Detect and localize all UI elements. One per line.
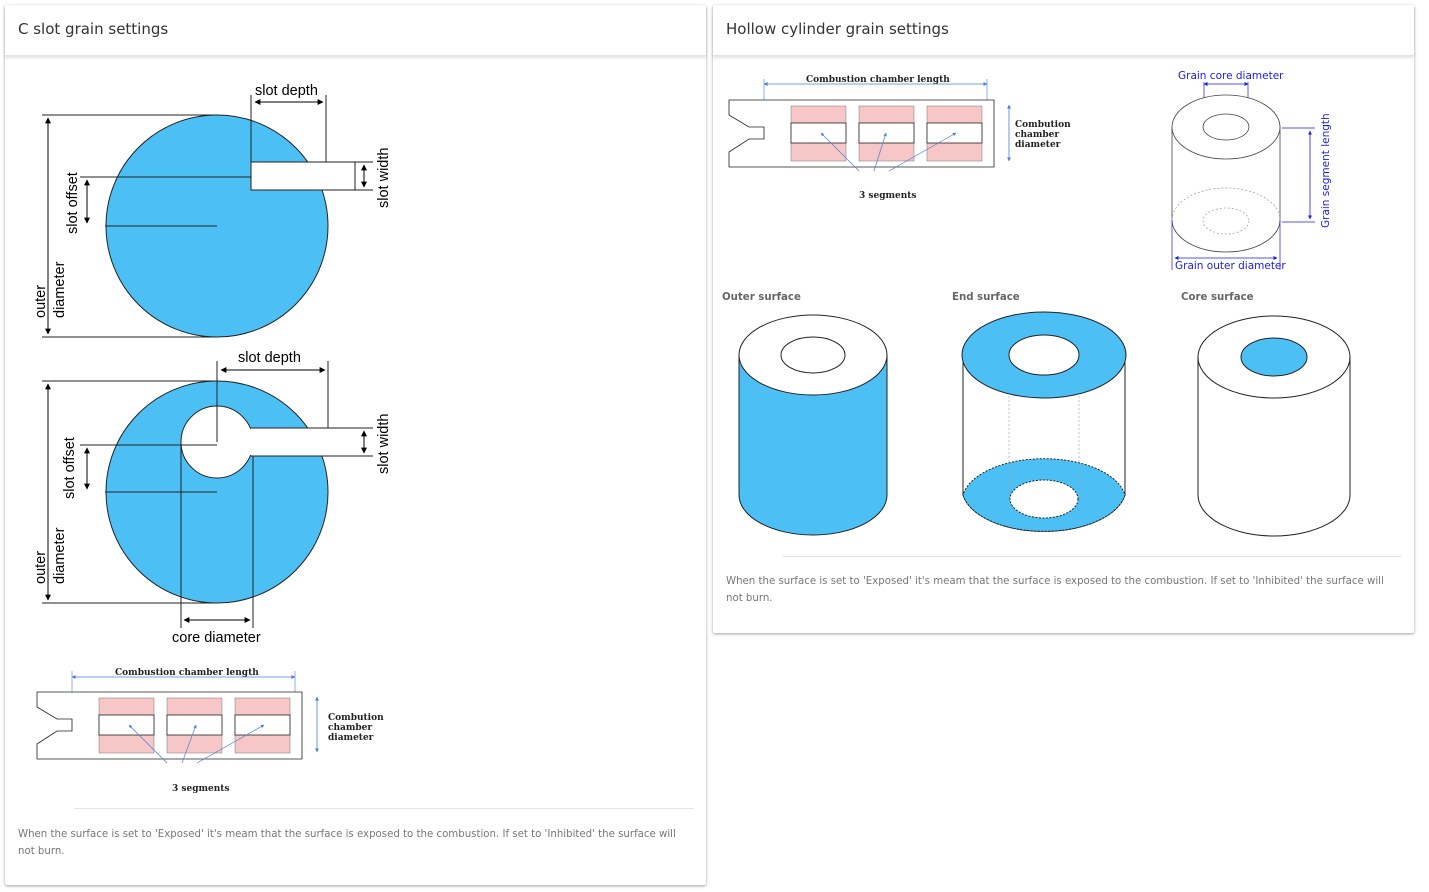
slot-depth-label-1: slot depth [255,83,318,99]
chamber-diagram-left: Combustion chamber length Combution cham… [36,668,384,794]
grain-outer-diameter-label: Grain outer diameter [1175,260,1286,272]
end-surface-cylinder [961,311,1127,532]
slot-offset-label-2: slot offset [62,437,78,499]
cslot-note: When the surface is set to 'Exposed' it'… [18,829,676,857]
segments-label-right: 3 segments [859,191,917,201]
cslot-card: C slot grain settings slot depth slot wi… [5,5,706,885]
end-surface-label: End surface [952,292,1020,303]
chamber-diameter-label-right-1: Combution [1015,120,1071,130]
slot-offset-label-1: slot offset [65,172,81,234]
slot-width-label-2: slot width [376,414,392,474]
chamber-diameter-label-right-2: chamber [1015,130,1059,140]
chamber-length-label-right: Combustion chamber length [806,75,950,85]
cslot-card-title: C slot grain settings [18,20,169,38]
hollow-card-header: Hollow cylinder grain settings [713,5,1414,56]
slot-width-label-1: slot width [376,148,392,208]
outer-surface-cylinder [738,314,888,536]
hollow-card: Hollow cylinder grain settings Combustio… [713,5,1414,633]
cslot-diagram-1: slot depth slot width slot offset outer … [33,83,392,794]
slot-depth-label-2: slot depth [238,350,301,366]
grain-segment-length-label: Grain segment length [1320,113,1332,228]
chamber-diameter-label-left-2: chamber [328,723,372,733]
outer-diameter-label-1b: diameter [52,261,68,318]
chamber-diameter-label-left-1: Combution [328,713,384,723]
segments-label-left: 3 segments [172,784,230,794]
cslot-card-header: C slot grain settings [5,5,706,56]
chamber-length-label-left: Combustion chamber length [115,668,259,678]
core-surface-label: Core surface [1181,292,1254,303]
hollow-diagrams: Combustion chamber length Combution cham… [722,70,1351,537]
hollow-card-title: Hollow cylinder grain settings [726,20,949,38]
chamber-diameter-label-left-3: diameter [328,733,374,743]
chamber-diameter-label-right-3: diameter [1015,140,1061,150]
grain-dimension-diagram: Grain core diameter Grain segment length… [1171,70,1332,272]
slot-1 [250,161,356,191]
core-diameter-label: core diameter [172,630,261,646]
outer-diameter-label-1a: outer [33,285,49,318]
outer-diameter-label-2a: outer [33,551,49,584]
chamber-diagram-right: Combustion chamber length Combution cham… [728,75,1071,201]
outer-diameter-label-2b: diameter [52,527,68,584]
hollow-note: When the surface is set to 'Exposed' it'… [726,576,1384,604]
cslot-divider [74,808,694,809]
hollow-divider [783,556,1401,557]
core-surface-cylinder [1197,315,1351,537]
grain-core-diameter-label: Grain core diameter [1178,70,1284,82]
outer-surface-label: Outer surface [722,292,801,303]
